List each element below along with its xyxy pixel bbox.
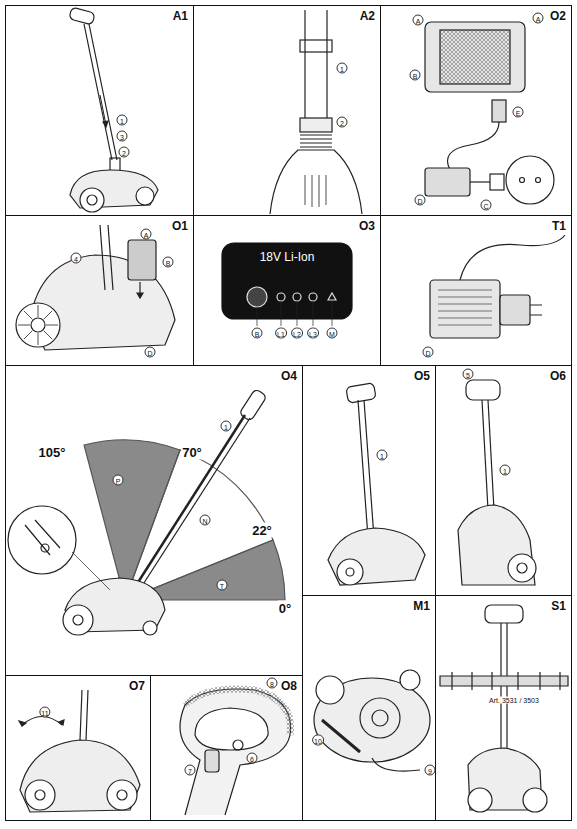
callout-number: L1 [275,328,287,339]
figure-panel: O4 [5,365,303,676]
figure-panel: A2 [193,5,381,216]
callout-number: L2 [291,328,303,339]
callout-number: B [252,328,263,339]
figure-label: O7 [129,679,145,693]
figure-panel: A1 [5,5,194,216]
callout-number: 2 [119,147,130,158]
battery-charger [425,22,554,204]
callout-number: 7 [185,765,196,776]
figure-label: O1 [172,219,188,233]
robot-rotate [19,690,140,812]
figure-panel: O8 [150,675,303,821]
figure-label: O5 [414,369,430,383]
figure-label: T1 [552,219,566,233]
callout-number: D [145,347,156,358]
figure-label: O2 [550,9,566,23]
robot-underside [314,670,430,771]
callout-number: C [481,200,492,211]
pole-coupling [270,10,362,214]
callout-number: A [533,13,544,24]
figure-panel: O3 18V Li-Ion [193,215,381,366]
callout-number: 1 [337,63,348,74]
callout-number: L3 [307,328,319,339]
figure-panel: O1 [5,215,194,366]
figure-panel: M1 [302,595,436,821]
callout-number: 4 [71,253,82,264]
robot-battery-slot [16,225,175,350]
callout-number: B [410,70,421,81]
callout-number: 11 [39,707,50,718]
figure-label: O4 [281,369,297,383]
figure-label: O8 [281,679,297,693]
handle-angle-diagram [8,389,285,635]
callout-number: 1 [117,115,128,126]
callout-number: 2 [337,117,348,128]
robot-with-brush-bar [440,605,568,812]
figure-panel: O7 [5,675,151,821]
part-note: Art. 3531 / 3503 [489,697,539,704]
callout-number: 1 [377,450,388,461]
handle-grip [180,689,291,815]
callout-number: B [163,257,174,268]
figure-panel: T1 [380,215,572,366]
callout-number: 3 [117,131,128,142]
callout-number: P [113,475,124,486]
callout-number: A [141,229,152,240]
callout-number: 10 [312,735,324,746]
callout-number: 5 [463,369,474,380]
figure-label: A2 [360,9,375,23]
callout-number: T [217,580,228,591]
figure-panel: S1 [435,595,572,821]
figure-label: O6 [550,369,566,383]
callout-number: N [200,515,211,526]
callout-number: 1 [500,465,511,476]
figure-label: A1 [173,9,188,23]
figure-label: O3 [359,219,375,233]
callout-number: M [327,328,338,339]
callout-number: 6 [247,753,258,764]
angle-dimension: 105° [38,445,67,460]
callout-number: 1 [221,421,232,432]
callout-number: D [423,347,434,358]
robot-upright [458,380,536,585]
robot-assembly [69,7,158,212]
robot-handle-low [328,383,425,585]
figure-label: M1 [413,599,430,613]
callout-number: A [413,15,424,26]
control-panel [222,243,352,326]
figure-label: S1 [551,599,566,613]
callout-number: D [415,195,426,206]
figure-panel: O2 [380,5,572,216]
angle-dimension: 22° [251,523,273,538]
callout-number: 8 [267,678,278,689]
callout-number: 9 [425,765,436,776]
charger [430,235,565,338]
display-label: 18V Li-Ion [223,250,351,264]
figure-panel: O5 [302,365,436,596]
angle-dimension: 70° [181,445,203,460]
callout-number: E [513,107,524,118]
angle-dimension: 0° [278,601,292,616]
display-panel: 18V Li-Ion [223,243,351,319]
figure-panel: O6 [435,365,572,596]
